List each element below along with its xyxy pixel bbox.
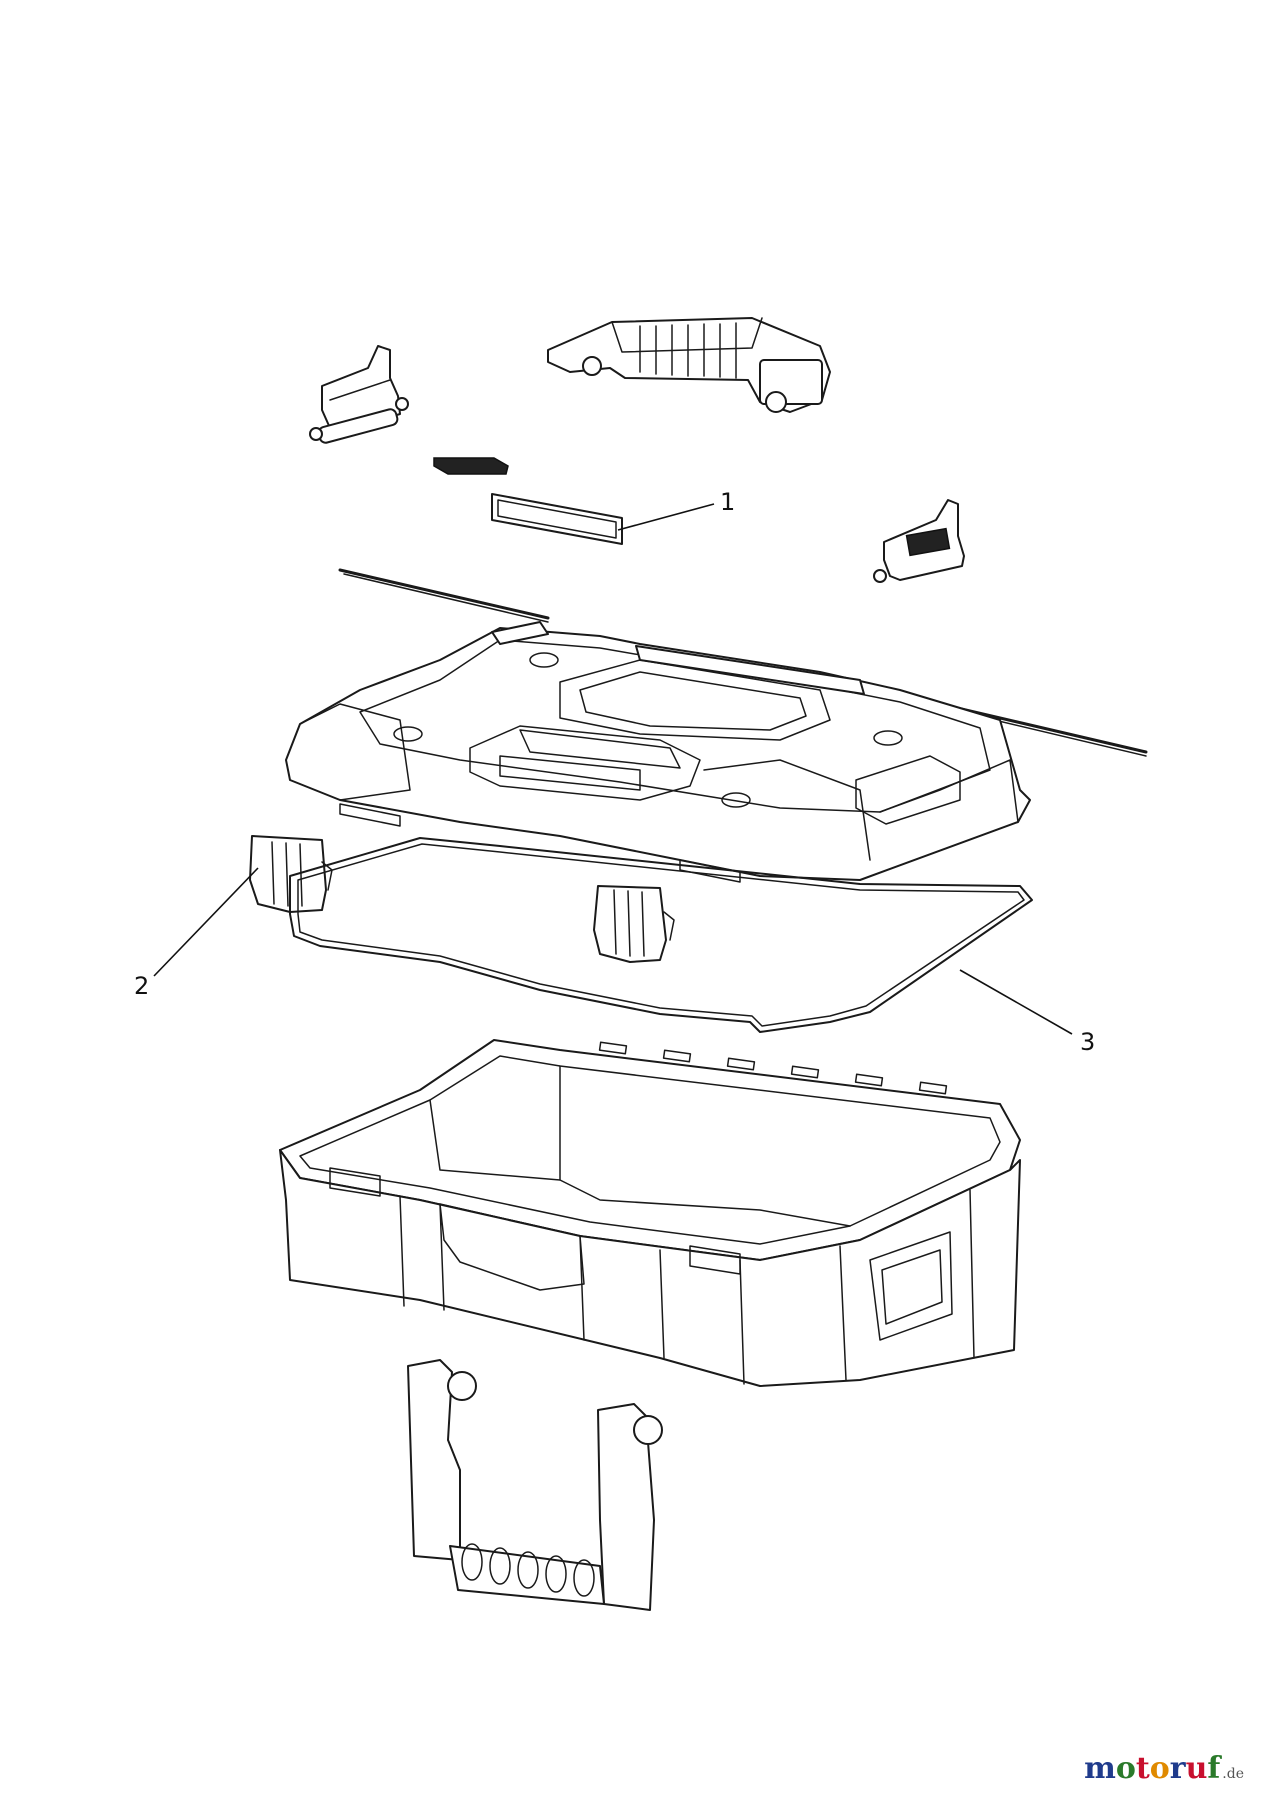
label-window <box>491 493 623 545</box>
top-carry-handle <box>547 317 831 413</box>
case-body <box>279 1039 1021 1387</box>
left-hinge-bracket <box>309 345 409 444</box>
bottom-carry-handle <box>407 1359 663 1611</box>
callout-2: 2 <box>134 867 259 1000</box>
small-clip <box>433 457 509 475</box>
case-lid <box>285 621 1031 883</box>
callout-number-1: 1 <box>720 488 735 516</box>
watermark-tld: .de <box>1222 1766 1244 1782</box>
callout-1: 1 <box>617 488 735 531</box>
watermark-text: motoruf <box>1084 1751 1221 1786</box>
lid-seal <box>289 837 1033 1033</box>
right-hinge-bracket <box>873 499 965 583</box>
callout-number-3: 3 <box>1080 1028 1095 1056</box>
callout-number-2: 2 <box>134 972 149 1000</box>
callout-3: 3 <box>959 969 1095 1056</box>
left-hinge-pin <box>338 568 550 623</box>
front-latch-right <box>593 885 675 963</box>
watermark-logo: motoruf.de <box>1084 1751 1244 1786</box>
